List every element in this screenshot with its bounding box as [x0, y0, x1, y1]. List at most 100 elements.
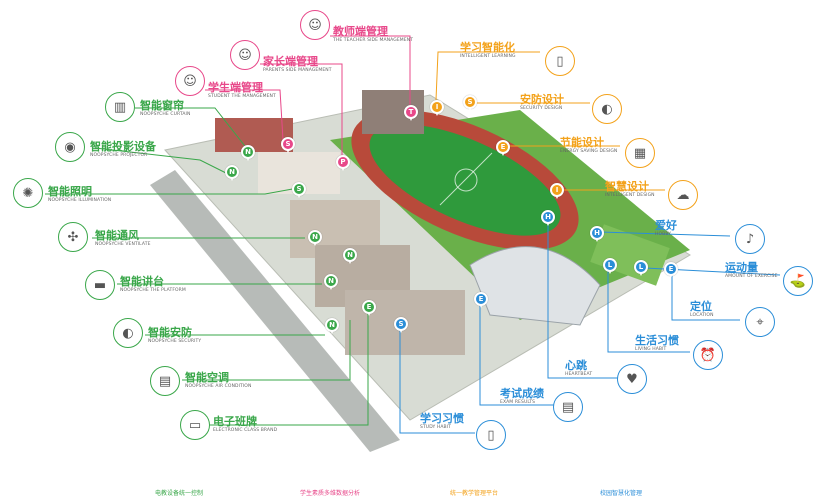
right-title: 安防设计	[520, 93, 564, 106]
right-title: 心跳	[565, 359, 587, 372]
map-pin-n[interactable]: N	[308, 230, 322, 246]
connector-hobby	[599, 231, 731, 237]
connector-living	[607, 265, 690, 353]
right-title: 爱好	[655, 219, 677, 232]
connector-classboard	[210, 310, 369, 426]
lighting-icon: ✺	[13, 178, 43, 208]
connector-study	[399, 325, 475, 434]
left-subtitle: ELECTRONIC CLASS BRAND	[213, 428, 278, 433]
student-avatar-icon: ☺	[175, 66, 205, 96]
footer-label-teaching-platform: 统一教学管理平台	[450, 490, 499, 497]
connector-illumination	[45, 187, 299, 195]
left-subtitle: NOOPSYCHE SECURITY	[148, 339, 202, 344]
map-pin-e[interactable]: E	[474, 292, 488, 308]
class-board-icon: ▭	[180, 410, 210, 440]
map-pin-t[interactable]: T	[404, 105, 418, 121]
map-pin-s[interactable]: S	[281, 137, 295, 153]
cloud-icon: ☁	[668, 180, 698, 210]
left-subtitle: NOOPSYCHE CURTAIN	[140, 112, 191, 117]
map-pin-n[interactable]: N	[343, 248, 357, 264]
road	[150, 170, 400, 452]
footer-label-campus-management: 校园智慧化管理	[600, 490, 643, 497]
left-subtitle: NOOPSYCHE THE PLATFORM	[120, 288, 186, 293]
map-pin-n[interactable]: N	[241, 145, 255, 161]
right-subtitle: EXAM RESULTS	[500, 400, 536, 405]
study-book-icon: ▯	[476, 420, 506, 450]
top-subtitle: STUDENT THE MANAGEMENT	[208, 94, 276, 99]
footer-label-student-analysis: 学生素质多维数据分析	[300, 490, 361, 497]
golf-icon: ⛳	[783, 266, 813, 296]
right-subtitle: HOBBY	[655, 232, 672, 237]
map-pin-s[interactable]: S	[463, 95, 477, 111]
exam-icon: ▤	[553, 392, 583, 422]
right-subtitle: INTELLIGENT DESIGN	[605, 193, 655, 198]
fan-icon: ✣	[58, 222, 88, 252]
map-pin-e[interactable]: E	[362, 300, 376, 316]
map-pin-n[interactable]: N	[225, 165, 239, 181]
map-pin-s[interactable]: S	[394, 317, 408, 333]
map-pin-e[interactable]: E	[496, 140, 510, 156]
map-pin-i[interactable]: I	[430, 100, 444, 116]
security-camera-icon: ◐	[592, 94, 622, 124]
left-title: 智能照明	[48, 185, 92, 198]
map-pin-l[interactable]: L	[603, 258, 617, 274]
connector-student	[205, 89, 284, 141]
projector-icon: ◉	[55, 132, 85, 162]
left-subtitle: NOOPSYCHE PROJECTOR	[90, 153, 148, 158]
parent-avatar-icon: ☺	[230, 40, 260, 70]
top-title: 家长端管理	[263, 55, 318, 68]
map-pin-l[interactable]: L	[634, 260, 648, 276]
map-pin-n[interactable]: N	[325, 318, 339, 334]
map-pin-s[interactable]: S	[292, 182, 306, 198]
left-title: 电子班牌	[213, 415, 257, 428]
connector-teacher	[330, 35, 411, 112]
map-pin-i[interactable]: I	[550, 183, 564, 199]
right-subtitle: ENERGY SAVING DESIGN	[560, 149, 618, 154]
top-subtitle: THE TEACHER SIDE MANAGEMENT	[333, 38, 414, 43]
right-title: 生活习惯	[635, 334, 679, 347]
connector-projector	[94, 147, 231, 176]
right-title: 节能设计	[560, 136, 604, 149]
map-pin-p[interactable]: P	[336, 155, 350, 171]
connector-location	[671, 272, 740, 321]
air-conditioner-icon: ▤	[150, 366, 180, 396]
left-title: 智能通风	[95, 229, 139, 242]
right-title: 定位	[690, 300, 712, 313]
left-title: 智能窗帘	[140, 99, 184, 112]
alarm-clock-icon: ⏰	[693, 340, 723, 370]
camera-icon: ◐	[113, 318, 143, 348]
heartbeat-icon: ♥	[617, 364, 647, 394]
right-subtitle: INTELLIGENT LEARNING	[460, 54, 516, 59]
connector-intelligent-learning	[435, 51, 540, 101]
curtain-icon: ▥	[105, 92, 135, 122]
map-pin-n[interactable]: N	[324, 274, 338, 290]
map-pin-h[interactable]: H	[541, 210, 555, 226]
right-title: 考试成绩	[500, 387, 544, 400]
book-icon: ▯	[545, 46, 575, 76]
map-pin-h[interactable]: H	[590, 226, 604, 242]
right-subtitle: HEARTBEAT	[565, 372, 593, 377]
gymnasium	[469, 246, 601, 326]
right-title: 学习智能化	[460, 41, 515, 54]
connector-aircon	[182, 320, 351, 381]
connector-parents	[260, 63, 343, 160]
map-pin-e[interactable]: E	[664, 262, 678, 278]
